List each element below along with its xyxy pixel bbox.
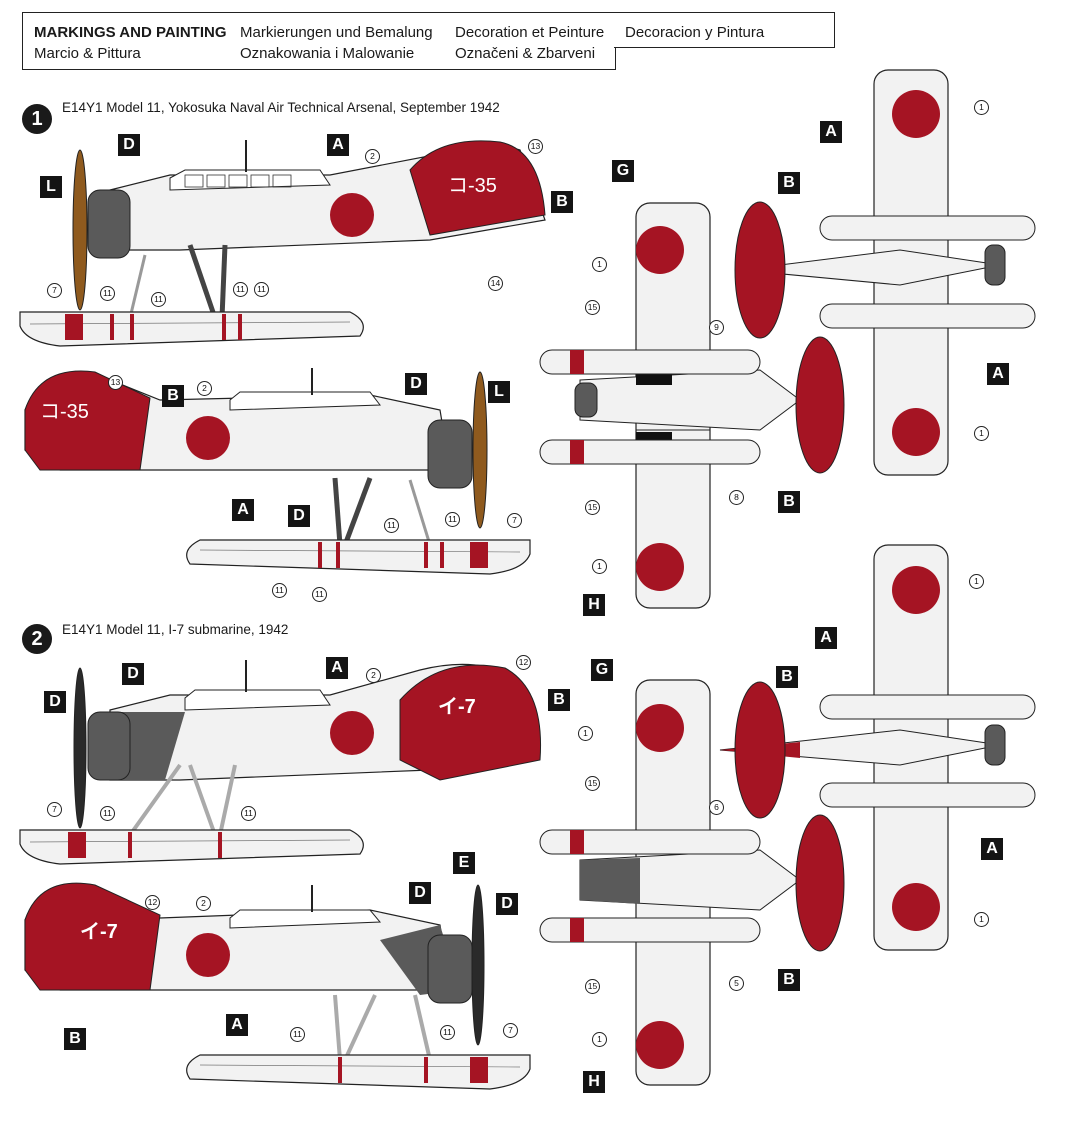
tag-a: A xyxy=(987,363,1009,385)
callout-11: 11 xyxy=(445,512,460,527)
callout-15: 15 xyxy=(585,300,600,315)
callout-10: 11 xyxy=(241,806,256,821)
s1-top-view xyxy=(539,202,845,609)
callout-1: 1 xyxy=(974,912,989,927)
callout-9: 7 xyxy=(507,513,522,528)
callout-2: 2 xyxy=(366,668,381,683)
callout-11: 11 xyxy=(272,583,287,598)
tag-a: A xyxy=(815,627,837,649)
header-title-en: MARKINGS AND PAINTING xyxy=(34,24,227,41)
callout-9: 7 xyxy=(503,1023,518,1038)
callout-1: 1 xyxy=(592,1032,607,1047)
s1-code-top: コ-35 xyxy=(448,175,497,197)
callout-6: 6 xyxy=(709,800,724,815)
s1-code-bottom: コ-35 xyxy=(40,401,89,423)
s2-code-bottom: イ-7 xyxy=(80,921,118,943)
callout-11: 11 xyxy=(100,286,115,301)
tag-e: E xyxy=(453,852,475,874)
tag-a: A xyxy=(226,1014,248,1036)
callout-12: 12 xyxy=(145,895,160,910)
header-title-it: Marcio & Pittura xyxy=(34,45,141,62)
callout-13: 13 xyxy=(528,139,543,154)
callout-10: 11 xyxy=(312,587,327,602)
tag-h: H xyxy=(583,1071,605,1093)
tag-l: L xyxy=(40,176,62,198)
s1-bottom-view xyxy=(734,69,1036,476)
tag-a: A xyxy=(820,121,842,143)
tag-d: D xyxy=(118,134,140,156)
callout-10: 11 xyxy=(233,282,248,297)
tag-a: A xyxy=(326,657,348,679)
callout-11: 11 xyxy=(254,282,269,297)
callout-7: 8 xyxy=(729,490,744,505)
tag-b: B xyxy=(548,689,570,711)
scheme-2-title: E14Y1 Model 11, I-7 submarine, 1942 xyxy=(62,622,289,637)
callout-14: 14 xyxy=(488,276,503,291)
tag-d: D xyxy=(409,882,431,904)
callout-10: 11 xyxy=(384,518,399,533)
tag-h: H xyxy=(583,594,605,616)
tag-b: B xyxy=(64,1028,86,1050)
tag-b: B xyxy=(776,666,798,688)
tag-d: D xyxy=(122,663,144,685)
tag-g: G xyxy=(591,659,613,681)
callout-5: 5 xyxy=(729,976,744,991)
tag-b: B xyxy=(162,385,184,407)
callout-9: 7 xyxy=(47,283,62,298)
callout-10: 11 xyxy=(440,1025,455,1040)
tag-d: D xyxy=(44,691,66,713)
tag-b: B xyxy=(778,491,800,513)
scheme-2-badge: 2 xyxy=(22,624,52,654)
scheme-1-badge: 1 xyxy=(22,104,52,134)
callout-12: 12 xyxy=(516,655,531,670)
s2-bottom-view xyxy=(719,544,1036,951)
tag-l: L xyxy=(488,381,510,403)
callout-15: 15 xyxy=(585,979,600,994)
scheme-1-title: E14Y1 Model 11, Yokosuka Naval Air Techn… xyxy=(62,100,500,115)
callout-2: 2 xyxy=(197,381,212,396)
s1-side-top: コ-35 xyxy=(19,140,546,347)
callout-1: 1 xyxy=(578,726,593,741)
callout-15: 15 xyxy=(585,500,600,515)
tag-b: B xyxy=(778,969,800,991)
s2-code-top: イ-7 xyxy=(438,696,476,718)
tag-b: B xyxy=(778,172,800,194)
s2-top-view xyxy=(539,679,845,1086)
tag-d: D xyxy=(405,373,427,395)
callout-2: 2 xyxy=(365,149,380,164)
callout-10: 11 xyxy=(290,1027,305,1042)
callout-13: 13 xyxy=(108,375,123,390)
tag-a: A xyxy=(327,134,349,156)
callout-1: 1 xyxy=(974,426,989,441)
tag-g: G xyxy=(612,160,634,182)
header-title-fr: Decoration et Peinture xyxy=(455,24,605,41)
callout-1: 1 xyxy=(969,574,984,589)
s2-side-top: イ-7 xyxy=(19,660,542,865)
tag-b: B xyxy=(551,191,573,213)
callout-10: 11 xyxy=(151,292,166,307)
tag-a: A xyxy=(232,499,254,521)
callout-9: 7 xyxy=(47,802,62,817)
callout-8: 9 xyxy=(709,320,724,335)
callout-1: 1 xyxy=(592,257,607,272)
header-title-pl: Oznakowania i Malowanie xyxy=(240,45,415,62)
callout-1: 1 xyxy=(974,100,989,115)
tag-a: A xyxy=(981,838,1003,860)
callout-1: 1 xyxy=(592,559,607,574)
header-title-es: Decoracion y Pintura xyxy=(625,24,765,41)
header-box: MARKINGS AND PAINTING Markierungen und B… xyxy=(22,12,835,70)
header-title-cz: Označeni & Zbarveni xyxy=(455,45,596,62)
header-title-de: Markierungen und Bemalung xyxy=(240,24,433,41)
callout-15: 15 xyxy=(585,776,600,791)
s2-side-bottom: イ-7 xyxy=(24,882,531,1090)
tag-d: D xyxy=(496,893,518,915)
callout-10: 11 xyxy=(100,806,115,821)
s1-side-bottom: コ-35 xyxy=(24,368,531,575)
callout-2: 2 xyxy=(196,896,211,911)
tag-d: D xyxy=(288,505,310,527)
